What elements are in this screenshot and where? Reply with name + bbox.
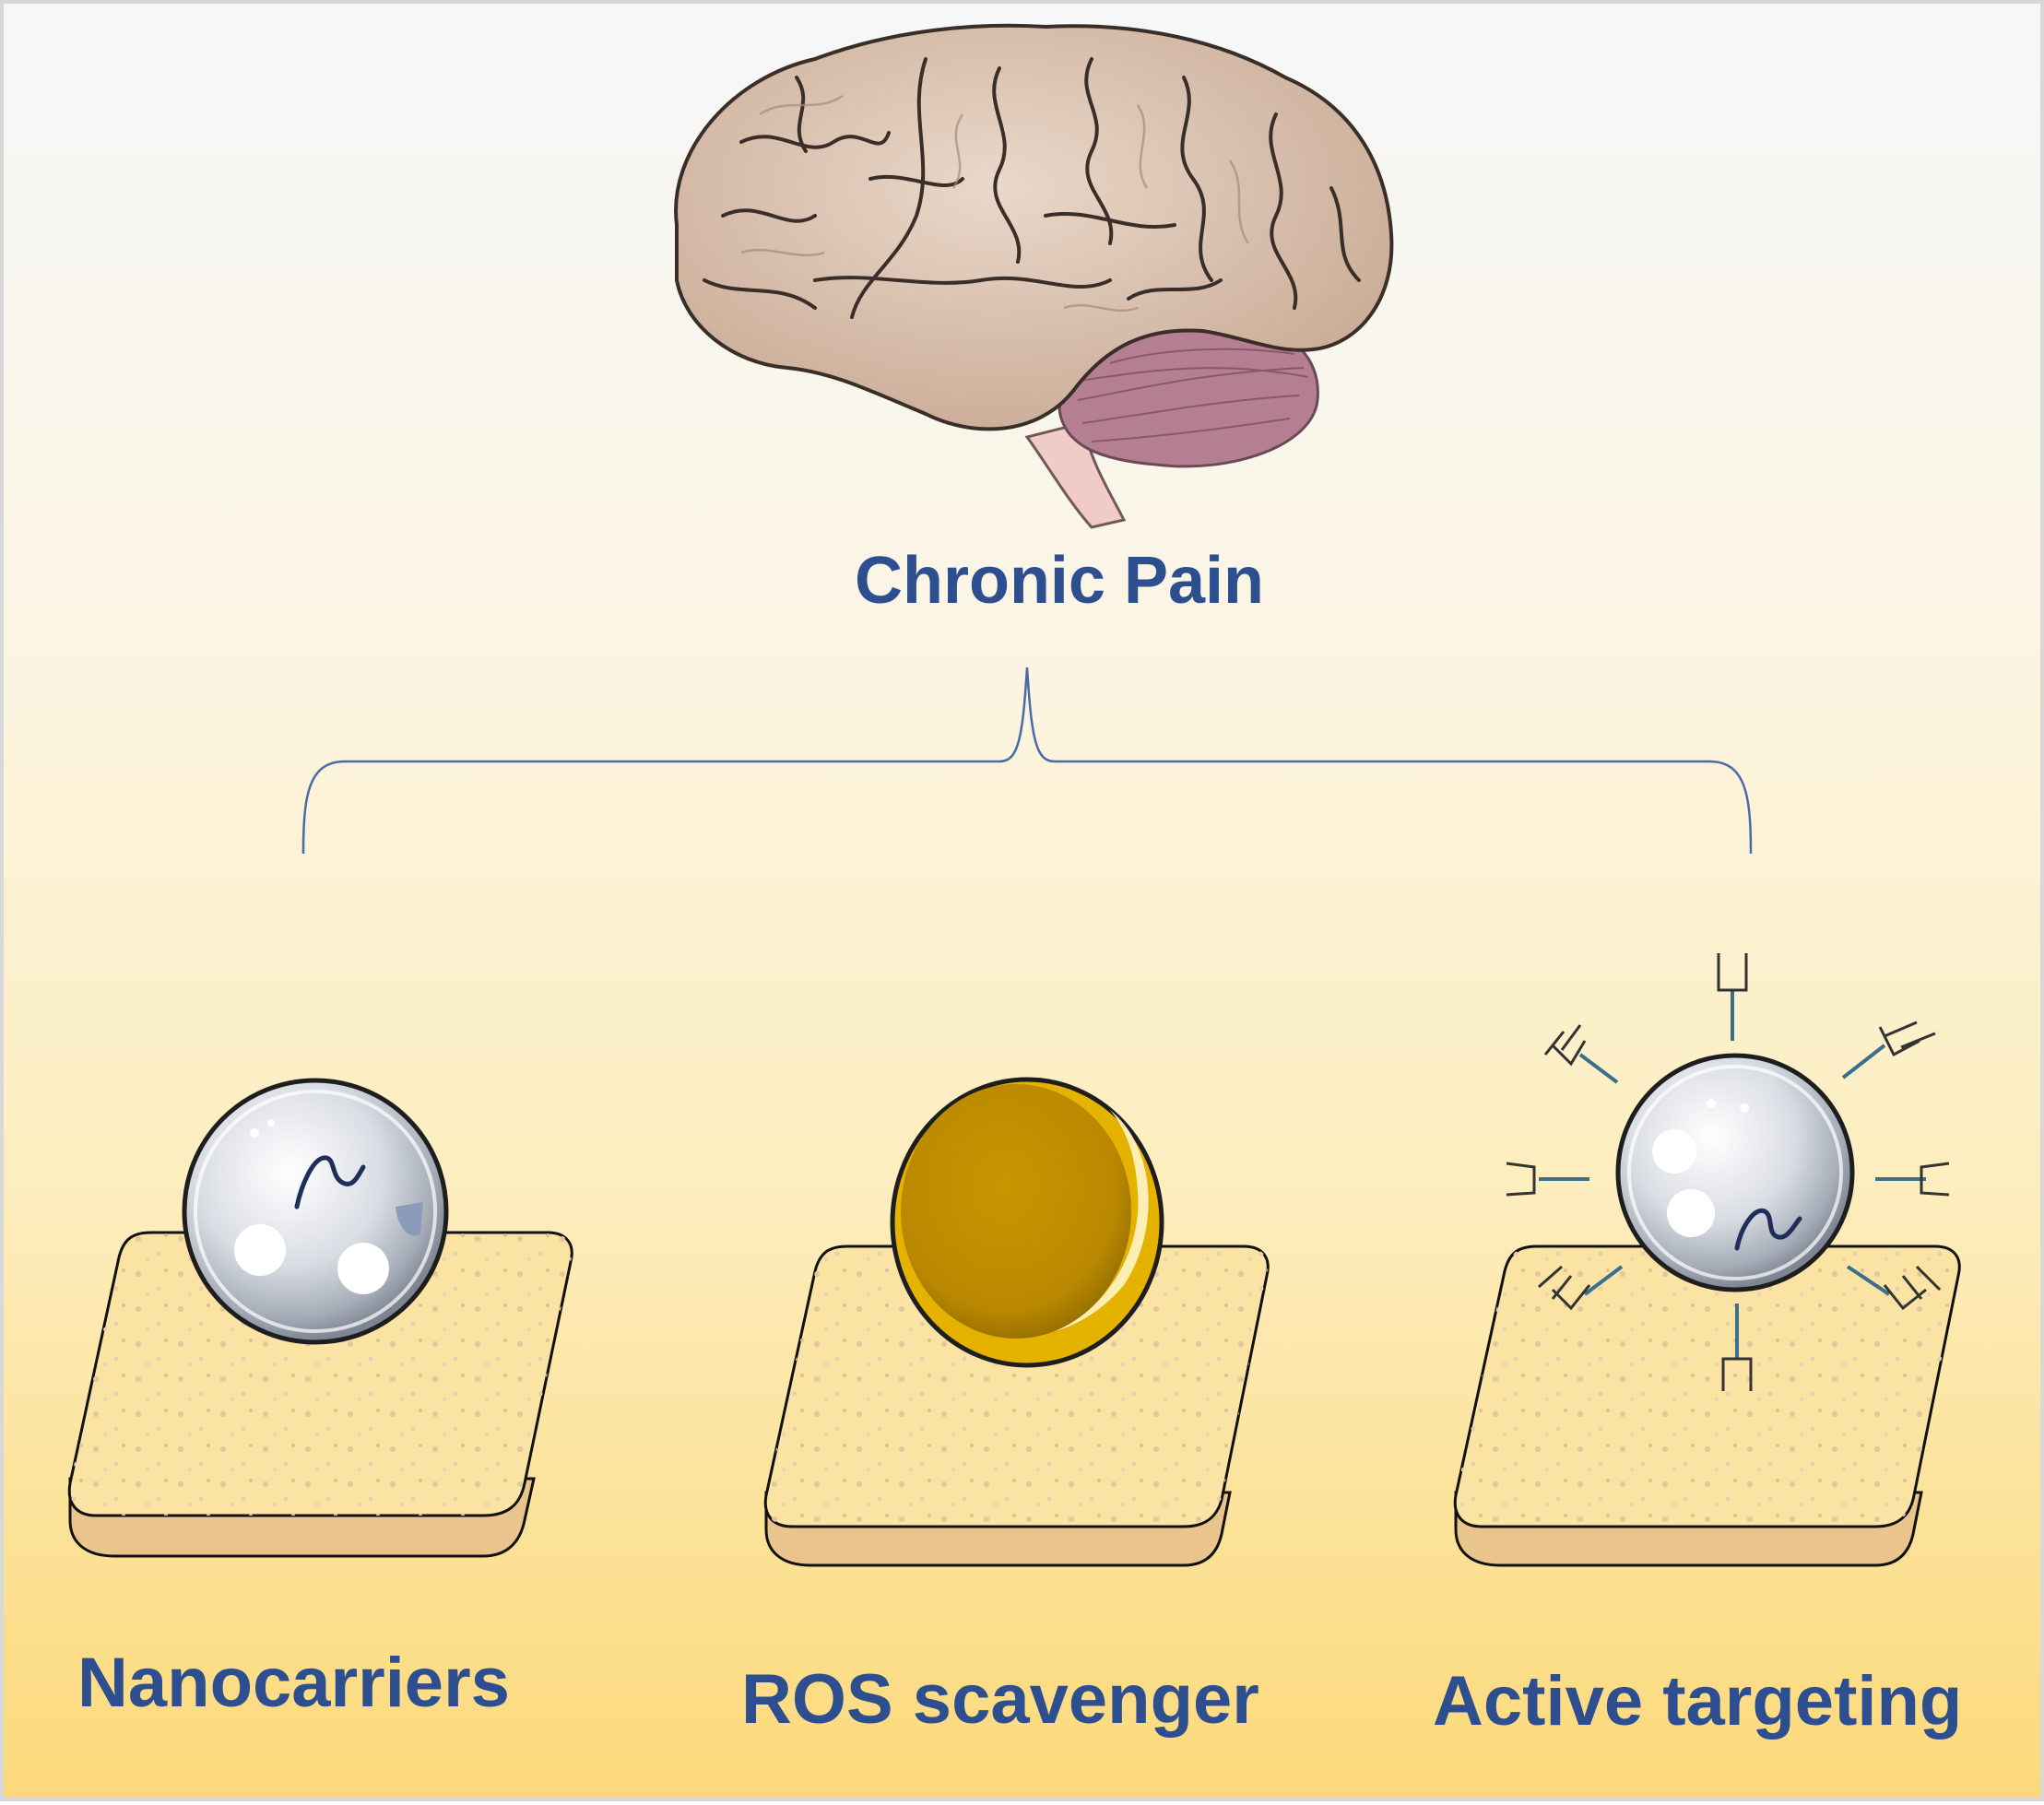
targeted-liposome-icon bbox=[1506, 953, 1950, 1391]
branch-label-active-targeting: Active targeting bbox=[1433, 1662, 1963, 1740]
liposome-icon bbox=[182, 1078, 449, 1345]
tissue-block-3 bbox=[1453, 1245, 1961, 1567]
branch-label-nanocarriers: Nanocarriers bbox=[77, 1644, 510, 1722]
tissue-block-1 bbox=[67, 1231, 573, 1558]
diagram-title: Chronic Pain bbox=[854, 544, 1265, 618]
diagram-graphics bbox=[67, 23, 1961, 1567]
gold-nanoparticle-icon bbox=[890, 1077, 1164, 1368]
tissue-block-2 bbox=[763, 1245, 1270, 1567]
branch-bracket bbox=[301, 667, 1753, 855]
branch-label-ros-scavenger: ROS scavenger bbox=[741, 1660, 1259, 1739]
brain-icon bbox=[674, 23, 1394, 529]
